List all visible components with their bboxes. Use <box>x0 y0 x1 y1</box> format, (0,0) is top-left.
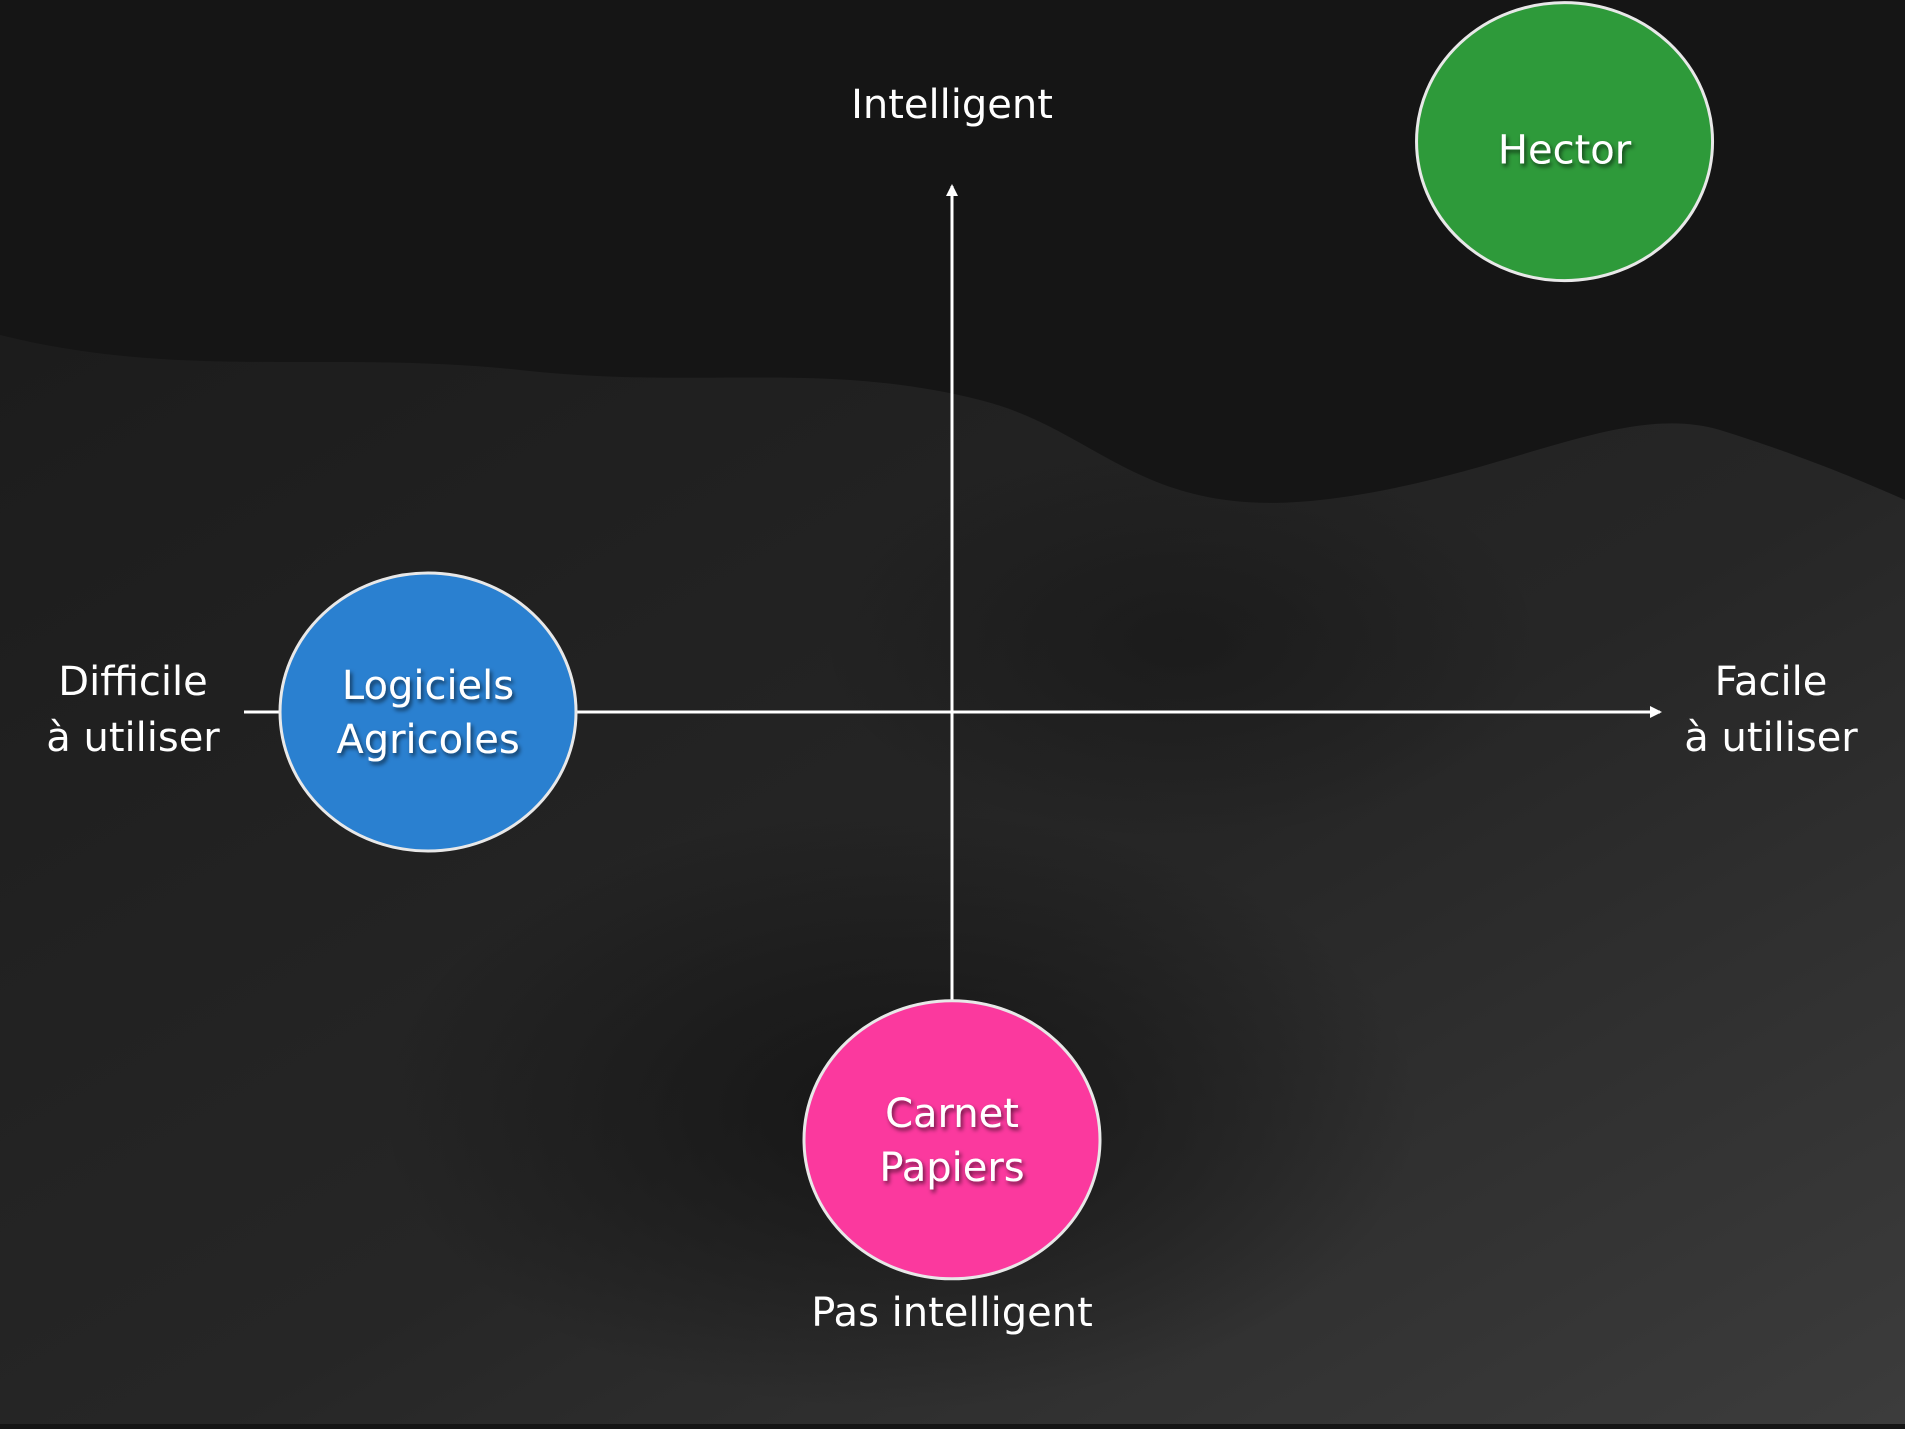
bubble-hector: Hector <box>1415 1 1715 283</box>
bubble-label: Hector <box>1498 128 1632 174</box>
bubble-label: Logiciels <box>342 663 514 709</box>
axis-left-label-line2: à utiliser <box>46 715 220 761</box>
bubble-label: Carnet <box>885 1091 1019 1137</box>
axis-right-label-line2: à utiliser <box>1684 715 1858 761</box>
axis-bottom-label: Pas intelligent <box>811 1290 1093 1336</box>
bubble-label: Agricoles <box>336 717 519 763</box>
bubble-label: Papiers <box>879 1145 1024 1191</box>
bubble-shape <box>802 999 1102 1281</box>
axis-left-label-line1: Difficile <box>58 659 207 705</box>
background-shade <box>820 440 1540 840</box>
bubble-shape <box>278 571 578 853</box>
axis-top-label: Intelligent <box>851 82 1053 128</box>
axis-right-label-line1: Facile <box>1715 659 1828 705</box>
bubble-shape <box>1415 1 1715 283</box>
